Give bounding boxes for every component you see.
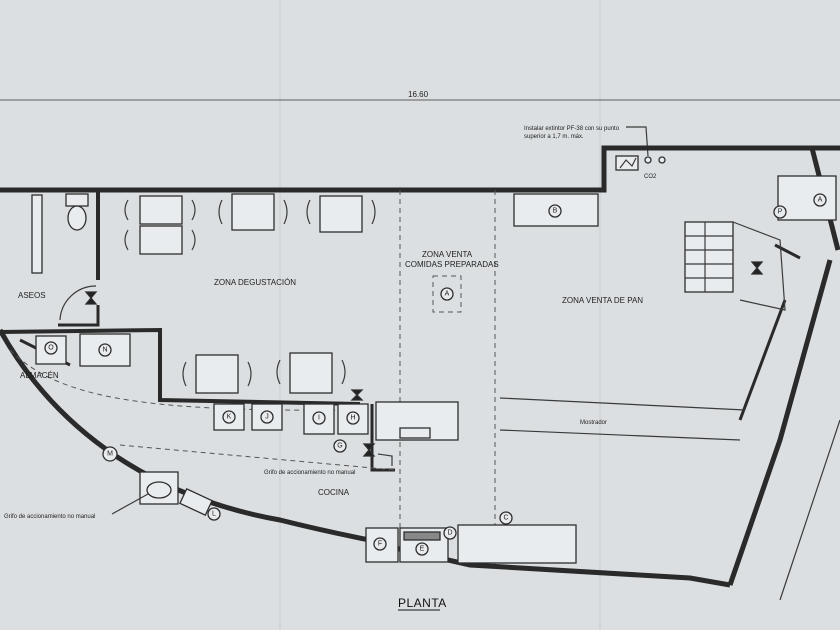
markers: A A B C D E F G H I J K L M N O P	[44, 193, 827, 556]
partition	[31, 194, 43, 274]
table	[139, 195, 183, 225]
marker-f	[373, 537, 387, 551]
extinguisher-note-line-2: superior a 1,7 m. máx.	[524, 134, 584, 140]
faucet-note-right: Grifo de accionamiento no manual	[264, 453, 393, 476]
marker-j-label: J	[265, 414, 269, 421]
side-dimension-line	[779, 419, 840, 601]
marker-l	[207, 507, 221, 521]
marker-p-label: P	[778, 209, 783, 216]
marker-a-corner	[813, 193, 827, 207]
marker-i	[312, 411, 326, 425]
marker-g	[333, 439, 347, 453]
electrical-panel-icon	[615, 155, 639, 171]
display-a-outline	[432, 275, 462, 313]
counter-lines	[499, 397, 746, 441]
table	[231, 193, 275, 231]
interior-walls	[0, 190, 801, 472]
marker-c-label: C	[503, 515, 508, 522]
zone-almacen: ALMACÉN	[20, 371, 59, 380]
marker-h	[346, 411, 360, 425]
marker-m-label: M	[107, 451, 113, 458]
table	[319, 195, 363, 233]
zone-venta-pan: ZONA VENTA DE PAN	[562, 296, 643, 305]
marker-a	[440, 287, 454, 301]
stairs	[684, 221, 786, 311]
marker-a-corner-label: A	[818, 197, 823, 204]
toilet-tank	[65, 193, 89, 207]
marker-o	[44, 341, 58, 355]
marker-n-label: N	[102, 347, 107, 354]
zone-cocina: COCINA	[318, 488, 350, 497]
sink	[139, 471, 179, 505]
faucet-note-left: Grifo de accionamiento no manual	[4, 493, 149, 520]
toilet-bowl	[67, 205, 87, 231]
zone-mostrador: Mostrador	[580, 420, 607, 426]
extinguisher-note-line-1: Instalar extintor PF-38 con su punto	[524, 126, 620, 132]
door-symbols	[59, 261, 764, 457]
marker-o-label: O	[48, 345, 54, 352]
zone-venta-comidas-2: COMIDAS PREPARADAS	[405, 260, 499, 269]
outer-wall-east	[727, 259, 833, 586]
bathroom-fixtures	[31, 193, 89, 274]
zone-dividers	[9, 190, 496, 565]
marker-k	[222, 410, 236, 424]
zone-venta-comidas-1: ZONA VENTA	[422, 250, 473, 259]
marker-i-label: I	[318, 415, 320, 422]
outer-wall	[0, 145, 840, 193]
extinguisher-note: Instalar extintor PF-38 con su punto sup…	[524, 126, 666, 180]
marker-m	[102, 446, 118, 462]
marker-b-label: B	[553, 208, 558, 215]
marker-p	[773, 205, 787, 219]
marker-n	[98, 343, 112, 357]
table	[139, 225, 183, 255]
dining-tables	[124, 193, 376, 394]
fire-extinguisher-icon	[644, 156, 652, 164]
marker-g-label: G	[337, 443, 342, 450]
fire-extinguisher-icon	[658, 156, 666, 164]
marker-k-label: K	[227, 414, 232, 421]
marker-d	[443, 526, 457, 540]
marker-j	[260, 410, 274, 424]
marker-c	[499, 511, 513, 525]
faucet-note-right-text: Grifo de accionamiento no manual	[264, 470, 355, 476]
faucet-note-left-text: Grifo de accionamiento no manual	[4, 514, 95, 520]
counter-c	[457, 524, 577, 564]
marker-d-label: D	[447, 530, 452, 537]
unit-a-corner	[777, 175, 837, 221]
marker-a-label: A	[445, 291, 450, 298]
marker-e-label: E	[420, 546, 425, 553]
marker-f-label: F	[378, 541, 382, 548]
marker-l-label: L	[212, 511, 216, 518]
co2-label: CO2	[644, 174, 657, 180]
zone-degustacion: ZONA DEGUSTACIÓN	[214, 278, 296, 287]
table	[195, 354, 239, 394]
plan-title: PLANTA	[398, 596, 447, 610]
zone-aseos: ASEOS	[18, 291, 46, 300]
kitchen-units	[139, 175, 837, 564]
marker-e	[415, 542, 429, 556]
marker-h-label: H	[350, 415, 355, 422]
marker-b	[548, 204, 562, 218]
dimension-line: 16.60	[0, 90, 840, 101]
dimension-label: 16.60	[408, 90, 429, 99]
table	[289, 352, 333, 394]
